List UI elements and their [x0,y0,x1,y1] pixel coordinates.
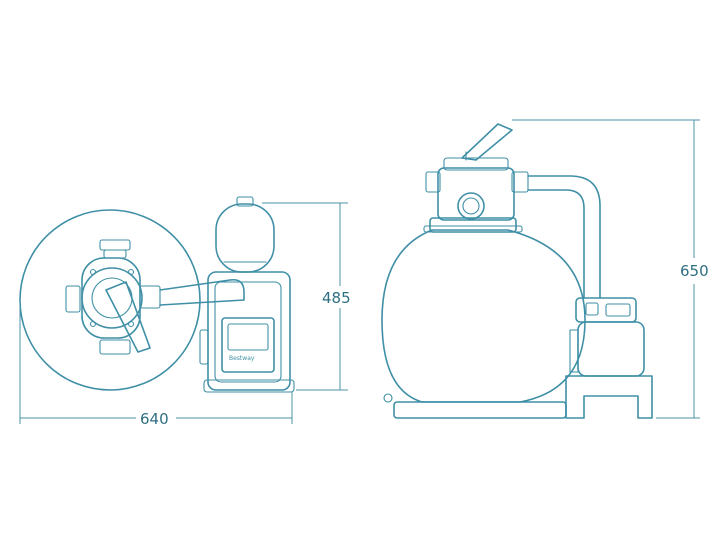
port-left [65,285,81,313]
brand-logo-text: Bestway [229,355,255,362]
dim-width-label: 640 [140,410,169,428]
pipe-inner [527,189,585,299]
label-plate [221,317,275,373]
bolt [89,268,97,276]
pump-housing-inner [214,281,282,383]
valve-handle [105,281,151,353]
tank-body [381,229,586,403]
drain-plug [383,393,393,403]
tank-top-outline [19,209,201,391]
tank-base [393,401,567,419]
prefilter-pot [215,203,275,273]
dim-total-height-label: 650 [680,262,709,280]
dim-pump-height-label: 485 [322,289,351,307]
valve-housing [437,167,515,221]
dimension-total-height: 650 [512,119,720,419]
valve-side [425,123,529,221]
valve-side-port-left [425,171,441,193]
prefilter-cap [236,196,254,207]
pump-side-panel [569,329,579,373]
pump-stand [565,375,653,419]
bolt [127,268,135,276]
dimension-pump-height: 485 [262,202,362,391]
pump-switch-side [605,303,631,317]
pump-inlet [585,302,599,316]
bolt [127,320,135,328]
side-view: 650 [381,119,720,419]
pump-base [203,379,295,393]
pipe-outer [527,175,601,299]
valve-port-inner [462,197,480,215]
label-window [227,323,269,351]
port-right [139,285,161,309]
pump-motor [577,321,645,377]
dim-label-bg [136,408,176,428]
pump-switch [199,329,209,365]
pump-top: Bestway [199,196,295,393]
port-bottom [99,339,131,355]
valve-ring [81,267,143,329]
valve-top [65,239,161,355]
hose-top [159,278,245,306]
valve-top-cap [443,157,509,171]
tank-collar-ring [423,225,523,233]
pump-side [569,297,645,377]
dim-label-bg [676,258,720,284]
top-view: Bestway 640 485 [19,196,362,428]
valve-side-port-right [511,171,529,193]
port-top [99,239,131,251]
valve-lever [461,123,513,161]
bolt [89,320,97,328]
valve-port-front [457,192,485,220]
port-top-neck [103,249,127,259]
dim-label-bg [318,286,362,308]
dimension-width: 640 [19,300,293,428]
